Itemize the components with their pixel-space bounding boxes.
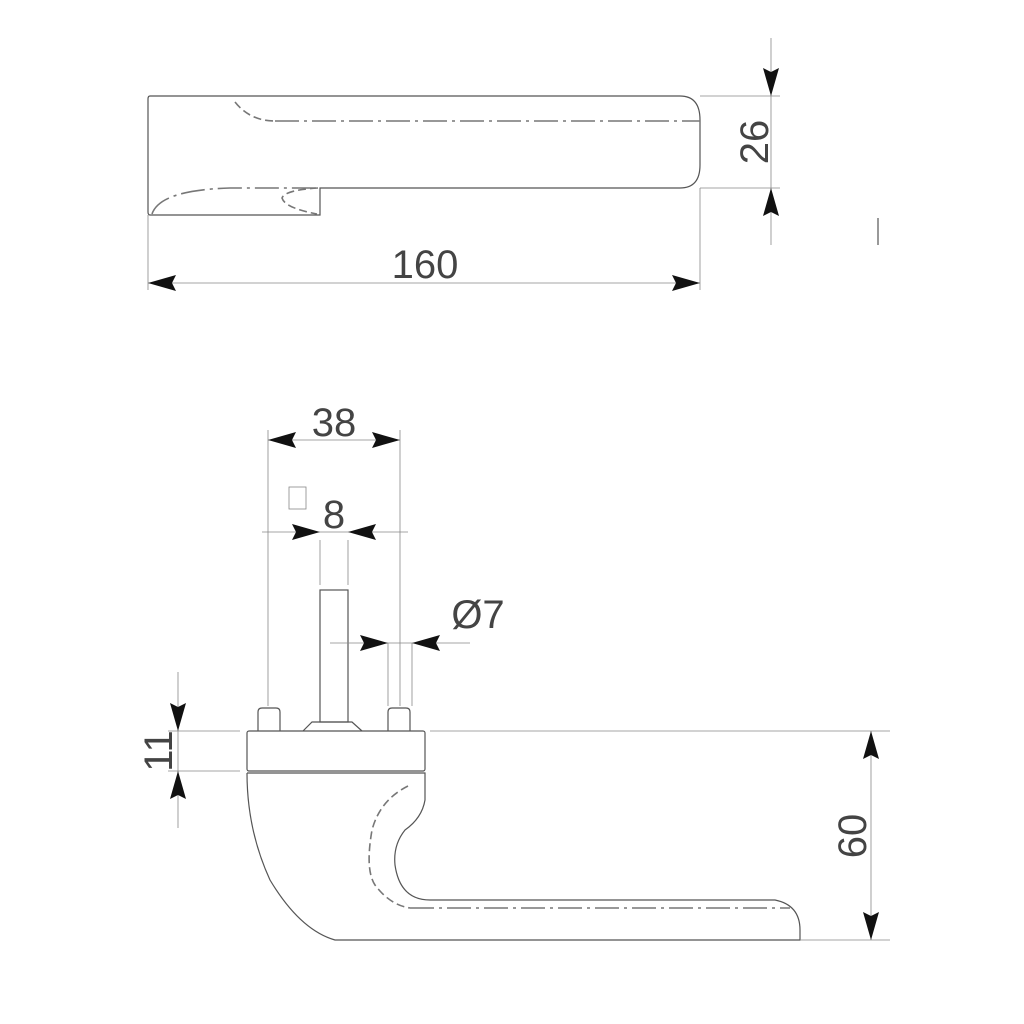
side-view-lever bbox=[246, 772, 801, 941]
side-view-rose bbox=[246, 540, 426, 772]
dimension-38: 38 bbox=[267, 401, 401, 706]
dimension-label-160: 160 bbox=[392, 243, 459, 287]
dimension-label-60: 60 bbox=[831, 814, 875, 859]
dimension-11: 11 bbox=[137, 672, 240, 828]
dimension-26: 26 bbox=[700, 38, 780, 245]
dimension-label-38: 38 bbox=[312, 401, 357, 445]
dimension-label-8: 8 bbox=[323, 493, 345, 537]
square-symbol-icon bbox=[288, 486, 307, 510]
top-view-handle bbox=[147, 95, 701, 216]
dimension-160: 160 bbox=[147, 188, 701, 291]
dimension-label-11: 11 bbox=[137, 730, 181, 772]
dimension-60: 60 bbox=[430, 730, 890, 941]
dimension-diameter-7: Ø7 bbox=[330, 593, 505, 706]
dimension-label-26: 26 bbox=[733, 120, 777, 165]
dimension-label-diameter-7: Ø7 bbox=[451, 593, 504, 637]
dimension-square-8: 8 bbox=[262, 486, 408, 540]
